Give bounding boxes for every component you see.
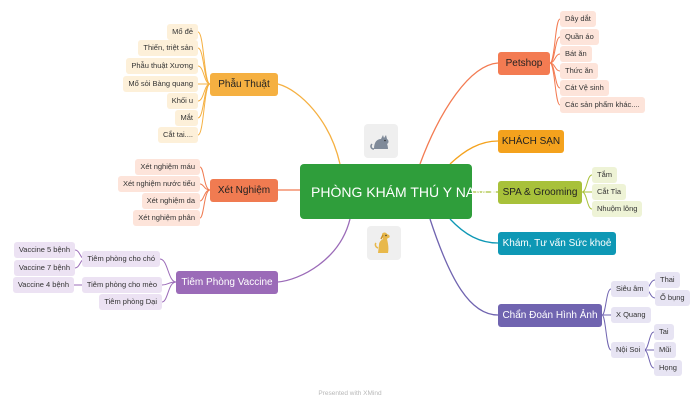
petshop-item[interactable]: Quần áo xyxy=(560,29,599,45)
branch-khach-san[interactable]: KHÁCH SẠN xyxy=(498,130,564,153)
central-topic[interactable]: PHÒNG KHÁM THÚ Y NAM ĐỊNH xyxy=(300,164,525,219)
noi-soi-item[interactable]: Mũi xyxy=(654,342,677,358)
xet-nghiem-item[interactable]: Xét nghiệm phân xyxy=(133,210,200,226)
petshop-item[interactable]: Thức ăn xyxy=(560,63,598,79)
spa-item[interactable]: Nhuộm lông xyxy=(592,201,643,217)
branch-phau-thuat[interactable]: Phẫu Thuật xyxy=(210,73,278,96)
cat-icon xyxy=(364,124,398,158)
branch-petshop-label: Petshop xyxy=(505,58,543,69)
branch-khach-san-label: KHÁCH SẠN xyxy=(501,136,561,147)
branch-tiem-phong-label: Tiêm Phòng Vaccine xyxy=(181,277,273,288)
branch-chan-doan[interactable]: Chẩn Đoán Hình Ảnh xyxy=(498,304,602,327)
spa-item[interactable]: Cắt Tỉa xyxy=(592,184,627,200)
phau-thuat-item[interactable]: Mắt xyxy=(175,110,198,126)
footer-credit: Presented with XMind xyxy=(318,390,382,397)
noi-soi-item[interactable]: Họng xyxy=(654,360,682,376)
xet-nghiem-item[interactable]: Xét nghiệm da xyxy=(141,193,200,209)
chan-doan-sieu-am[interactable]: Siêu âm xyxy=(611,281,649,297)
phau-thuat-item[interactable]: Khối u xyxy=(166,93,198,109)
vaccine-meo-item[interactable]: Vaccine 4 bệnh xyxy=(12,277,74,293)
sieu-am-item[interactable]: Ổ bụng xyxy=(655,290,690,306)
phau-thuat-item[interactable]: Mổ sỏi Bàng quang xyxy=(123,76,198,92)
tiem-phong-dai[interactable]: Tiêm phòng Dại xyxy=(99,294,162,310)
vaccine-cho-item[interactable]: Vaccine 5 bệnh xyxy=(13,242,75,258)
tiem-phong-meo[interactable]: Tiêm phòng cho mèo xyxy=(81,277,162,293)
phau-thuat-item[interactable]: Mổ đẻ xyxy=(167,24,198,40)
branch-phau-thuat-label: Phẫu Thuật xyxy=(218,79,270,90)
vaccine-cho-item[interactable]: Vaccine 7 bệnh xyxy=(13,260,75,276)
petshop-item[interactable]: Bát ăn xyxy=(560,46,592,62)
petshop-item[interactable]: Dây dắt xyxy=(560,11,596,27)
sieu-am-item[interactable]: Thai xyxy=(655,272,680,288)
xet-nghiem-item[interactable]: Xét nghiệm máu xyxy=(135,159,200,175)
phau-thuat-item[interactable]: Cắt tai.... xyxy=(157,127,198,143)
noi-soi-item[interactable]: Tai xyxy=(654,324,674,340)
petshop-item[interactable]: Các sản phẩm khác.... xyxy=(560,97,645,113)
phau-thuat-item[interactable]: Phẫu thuật Xương xyxy=(126,58,198,74)
branch-kham-label: Khám, Tư vấn Sức khoẻ xyxy=(502,238,612,249)
xet-nghiem-item[interactable]: Xét nghiệm nước tiểu xyxy=(117,176,200,192)
branch-spa-label: SPA & Grooming xyxy=(502,187,578,198)
chan-doan-x-quang[interactable]: X Quang xyxy=(611,307,651,323)
spa-item[interactable]: Tắm xyxy=(592,167,617,183)
branch-petshop[interactable]: Petshop xyxy=(498,52,550,75)
petshop-item[interactable]: Cát Vệ sinh xyxy=(560,80,609,96)
dog-icon xyxy=(367,226,401,260)
chan-doan-noi-soi[interactable]: Nội Soi xyxy=(611,342,646,358)
branch-kham[interactable]: Khám, Tư vấn Sức khoẻ xyxy=(498,232,616,255)
branch-tiem-phong[interactable]: Tiêm Phòng Vaccine xyxy=(176,271,278,294)
central-topic-label: PHÒNG KHÁM THÚ Y NAM ĐỊNH xyxy=(311,183,525,200)
tiem-phong-cho[interactable]: Tiêm phòng cho chó xyxy=(82,251,160,267)
branch-xet-nghiem[interactable]: Xét Nghiệm xyxy=(210,179,278,202)
branch-chan-doan-label: Chẩn Đoán Hình Ảnh xyxy=(502,310,598,321)
phau-thuat-item[interactable]: Thiến, triệt sản xyxy=(138,40,198,56)
branch-xet-nghiem-label: Xét Nghiệm xyxy=(217,185,271,196)
branch-spa[interactable]: SPA & Grooming xyxy=(498,181,582,204)
